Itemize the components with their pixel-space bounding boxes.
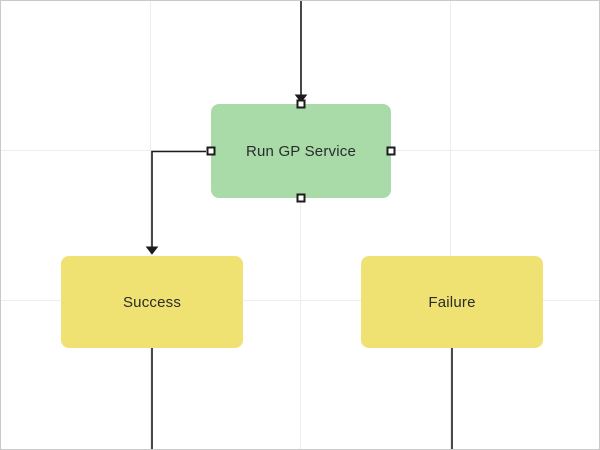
node-label: Run GP Service <box>245 142 357 160</box>
node-run-gp-service[interactable]: Run GP Service <box>206 99 396 203</box>
port-top-handle[interactable] <box>296 99 306 109</box>
node-success[interactable]: Success <box>61 256 243 348</box>
edge-run-gp-service-to-success[interactable] <box>145 150 206 255</box>
port-right-handle[interactable] <box>386 146 396 156</box>
node-label: Success <box>122 293 182 311</box>
port-left-handle[interactable] <box>206 146 216 156</box>
node-failure[interactable]: Failure <box>361 256 543 348</box>
node-label: Failure <box>428 293 476 311</box>
port-bottom-handle[interactable] <box>296 193 306 203</box>
